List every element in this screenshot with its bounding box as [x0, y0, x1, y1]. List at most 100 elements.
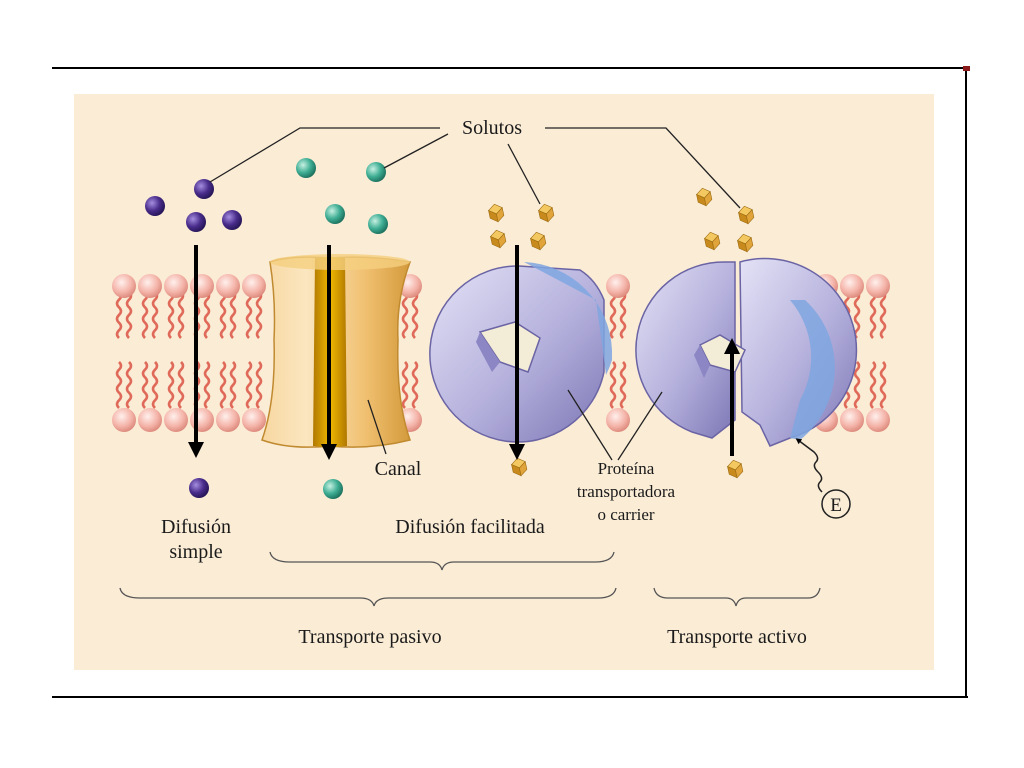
teal-solute — [368, 214, 388, 234]
channel-protein — [261, 254, 412, 448]
lipid-bilayer — [112, 274, 890, 432]
teal-solute — [296, 158, 316, 178]
lipid-tail — [177, 291, 185, 339]
lipid-tail — [869, 291, 877, 339]
lipid-tail — [869, 361, 877, 409]
lipid-tail — [619, 361, 627, 409]
lipid-head — [840, 408, 864, 432]
teal-solutes — [296, 158, 388, 499]
lipid-tail — [151, 291, 159, 339]
lipid-tail — [125, 291, 133, 339]
lipid-tail — [229, 291, 237, 339]
facilitated-diffusion-bracket — [269, 551, 615, 571]
gold-solute — [530, 231, 547, 251]
canal-leader — [367, 399, 387, 455]
lipid-head — [138, 274, 162, 298]
gold-solute — [737, 233, 754, 253]
solutes-leader-teal — [383, 133, 449, 169]
lipid-tail — [401, 361, 409, 409]
lipid-tail — [125, 361, 133, 409]
lipid-tail — [219, 361, 227, 409]
solutes-leader-gold-2 — [545, 127, 741, 209]
solutes-leader-purple — [209, 127, 440, 183]
lipid-tail — [609, 291, 617, 339]
lipid-head — [242, 408, 266, 432]
teal-solute — [325, 204, 345, 224]
lipid-tail — [853, 361, 861, 409]
lipid-head — [190, 274, 214, 298]
passive-transport-label: Transporte pasivo — [298, 626, 441, 648]
gold-solute — [511, 457, 528, 477]
passive-transport-bracket — [119, 587, 617, 607]
channel-label: Canal — [375, 458, 422, 480]
carrier-label-line3: o carrier — [597, 505, 654, 524]
lipid-tail — [411, 361, 419, 409]
lipid-tail — [151, 361, 159, 409]
teal-solute — [323, 479, 343, 499]
energy-label: E — [830, 495, 842, 516]
lipid-tail — [609, 361, 617, 409]
lipid-head — [606, 274, 630, 298]
lipid-tail — [115, 291, 123, 339]
purple-solute — [186, 212, 206, 232]
carrier-protein-active — [635, 257, 858, 447]
purple-solute — [222, 210, 242, 230]
lipid-head — [164, 274, 188, 298]
lipid-head — [866, 274, 890, 298]
lipid-tail — [141, 361, 149, 409]
gold-solute — [488, 203, 505, 223]
lipid-head — [866, 408, 890, 432]
lipid-tail — [167, 361, 175, 409]
energy-arrow — [795, 438, 823, 493]
active-transport-bracket — [653, 587, 821, 607]
gold-solute — [704, 231, 721, 251]
lipid-tail — [255, 361, 263, 409]
gold-solute — [727, 459, 744, 479]
solutes-label: Solutos — [462, 117, 522, 139]
solutes-leader-gold-1 — [507, 143, 541, 205]
frame-accent-mark — [963, 66, 970, 71]
lipid-tail — [879, 361, 887, 409]
lipid-tail — [245, 361, 253, 409]
teal-solute — [366, 162, 386, 182]
lipid-head — [216, 274, 240, 298]
gold-solute — [696, 187, 713, 207]
lipid-tail — [245, 291, 253, 339]
lipid-tail — [879, 291, 887, 339]
lipid-tail — [177, 361, 185, 409]
simple-diffusion-label-line2: simple — [169, 541, 222, 563]
lipid-tail — [203, 291, 211, 339]
gold-solute — [538, 203, 555, 223]
lipid-head — [138, 408, 162, 432]
active-transport-label: Transporte activo — [667, 626, 807, 648]
purple-solute — [189, 478, 209, 498]
carrier-label-line1: Proteína — [598, 459, 655, 478]
lipid-tail — [167, 291, 175, 339]
simple-diffusion-label-line1: Difusión — [161, 516, 231, 538]
leader-lines — [209, 127, 741, 461]
lipid-head — [242, 274, 266, 298]
lipid-head — [606, 408, 630, 432]
lipid-tail — [411, 291, 419, 339]
gold-solute — [738, 205, 755, 225]
gold-solute — [490, 229, 507, 249]
lipid-head — [112, 408, 136, 432]
carrier-leader-2 — [617, 391, 663, 461]
lipid-head — [164, 408, 188, 432]
gold-solutes — [488, 187, 755, 479]
lipid-head — [112, 274, 136, 298]
lipid-tail — [141, 291, 149, 339]
facilitated-diffusion-label: Difusión facilitada — [395, 516, 545, 538]
lipid-tail — [203, 361, 211, 409]
purple-solute — [194, 179, 214, 199]
lipid-tail — [219, 291, 227, 339]
lipid-head — [216, 408, 240, 432]
lipid-tail — [115, 361, 123, 409]
carrier-label-line2: transportadora — [577, 482, 676, 501]
lipid-head — [190, 408, 214, 432]
energy-symbol — [821, 489, 851, 519]
purple-solutes — [145, 179, 242, 498]
lipid-tail — [853, 291, 861, 339]
lipid-head — [840, 274, 864, 298]
